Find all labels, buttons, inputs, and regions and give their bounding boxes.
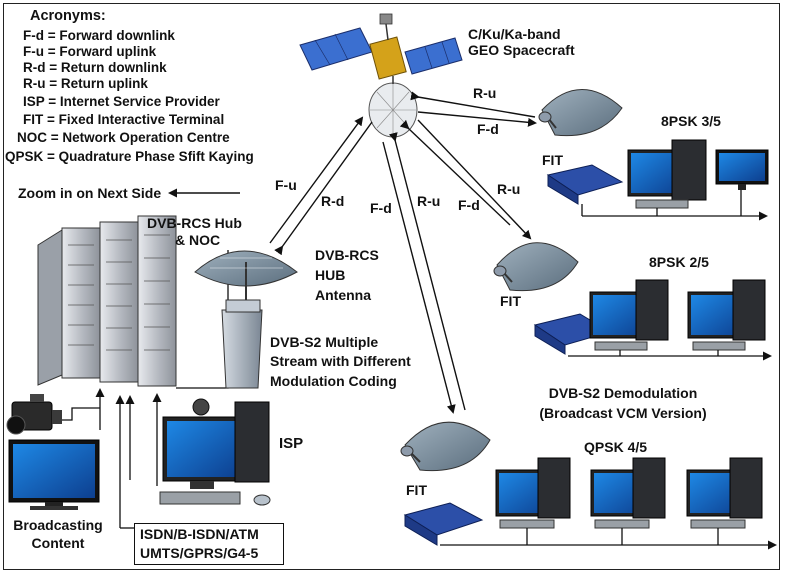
- multiple-stream-label-3: Modulation Coding: [270, 373, 397, 389]
- terminal-2-equipment: [493, 242, 772, 361]
- acronym-rd: R-d = Return downlink: [23, 60, 167, 75]
- broadcasting-label-1: Broadcasting: [13, 517, 103, 533]
- hub-server-racks: [37, 215, 177, 387]
- terminal-2-fit-label: FIT: [500, 293, 521, 309]
- terminal-1-modulation: 8PSK 3/5: [661, 113, 721, 129]
- isp-workstation-icon: [159, 398, 271, 506]
- link-label-t1-down: F-d: [477, 121, 499, 137]
- demodulation-label-1: DVB-S2 Demodulation: [548, 385, 698, 401]
- link-label-t3-up: R-u: [417, 193, 441, 209]
- acronym-ru: R-u = Return uplink: [23, 76, 148, 91]
- terminal-3-fit-label: FIT: [406, 482, 427, 498]
- multiple-stream-label-2: Stream with Different: [270, 353, 411, 369]
- acronym-fd: F-d = Forward downlink: [23, 28, 175, 43]
- acronym-isp: ISP = Internet Service Provider: [23, 94, 220, 109]
- link-label-t1-up: R-u: [473, 85, 497, 101]
- broadcasting-label-2: Content: [31, 535, 85, 551]
- network-label-2: UMTS/GPRS/G4-5: [140, 545, 259, 561]
- hub-antenna-label-1: DVB-RCS: [315, 247, 379, 263]
- isp-label: ISP: [279, 435, 304, 452]
- hub-antenna-label-2: HUB: [315, 267, 346, 283]
- terminal-1-fit-label: FIT: [542, 152, 563, 168]
- diagram-frame: [3, 3, 780, 570]
- network-box: [134, 523, 284, 565]
- acronym-fu: F-u = Forward uplink: [23, 44, 157, 59]
- acronym-qpsk: QPSK = Quadrature Phase Sfift Kaying: [5, 149, 254, 164]
- hub-antenna-icon: [194, 250, 298, 389]
- zoom-label: Zoom in on Next Side: [18, 185, 162, 201]
- network-label-1: ISDN/B-ISDN/ATM: [140, 526, 259, 542]
- link-arrows: [168, 91, 537, 414]
- satellite-icon: [299, 13, 463, 138]
- acronym-fit: FIT = Fixed Interactive Terminal: [23, 112, 225, 127]
- terminal-3-equipment: [400, 421, 777, 550]
- hub-label-2: & NOC: [175, 232, 221, 248]
- broadcast-tv-icon: [8, 439, 100, 510]
- demodulation-label-2: (Broadcast VCM Version): [539, 405, 707, 421]
- acronym-noc: NOC = Network Operation Centre: [17, 130, 230, 145]
- link-label-t3-down: F-d: [370, 200, 392, 216]
- link-label-t2-up: R-u: [497, 181, 521, 197]
- hub-antenna-label-3: Antenna: [315, 287, 371, 303]
- video-camera-icon: [6, 394, 62, 435]
- spacecraft-label-1: C/Ku/Ka-band: [468, 26, 561, 42]
- link-label-hub-down: R-d: [321, 193, 345, 209]
- link-label-t2-down: F-d: [458, 197, 480, 213]
- spacecraft-label-2: GEO Spacecraft: [468, 42, 575, 58]
- multiple-stream-label-1: DVB-S2 Multiple: [270, 334, 379, 350]
- terminal-3-modulation: QPSK 4/5: [584, 439, 648, 455]
- terminal-2-modulation: 8PSK 2/5: [649, 254, 709, 270]
- acronyms-title: Acronyms:: [30, 8, 106, 24]
- terminal-1-equipment: [538, 89, 769, 221]
- hub-label-1: DVB-RCS Hub: [147, 215, 242, 231]
- link-label-hub-up: F-u: [275, 177, 297, 193]
